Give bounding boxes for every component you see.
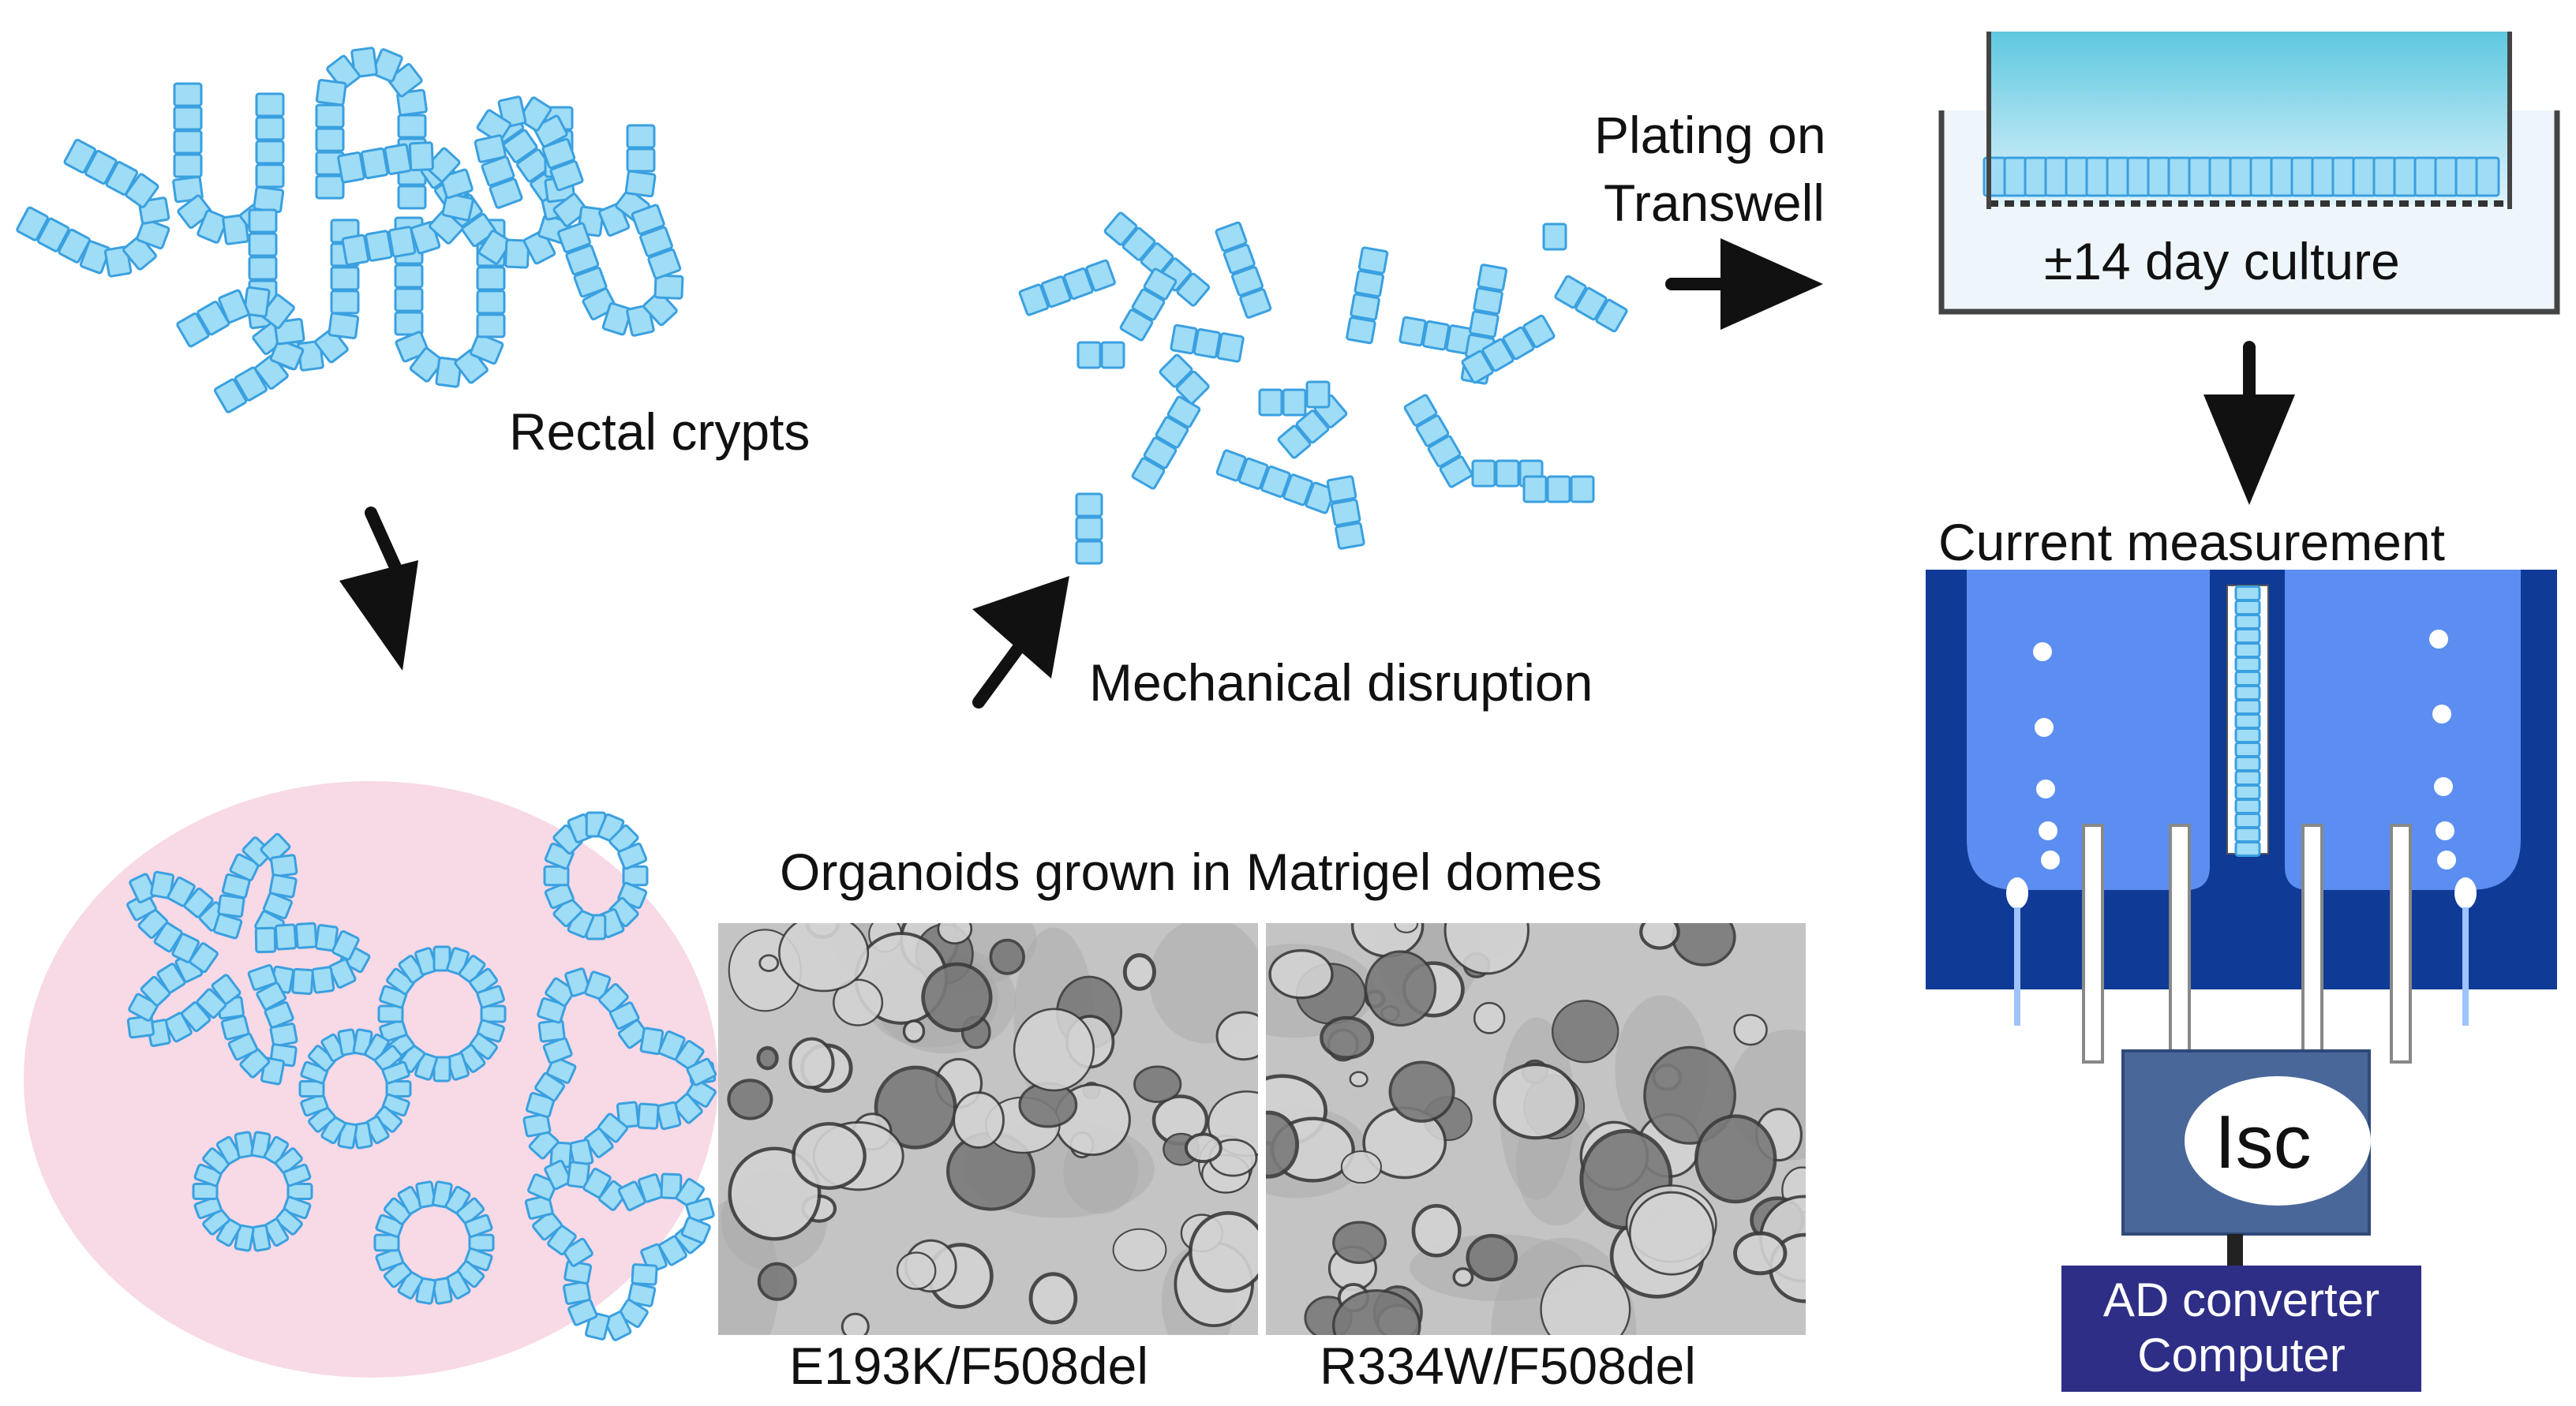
isc-label: Isc bbox=[2215, 1100, 2312, 1184]
organoid-rings-illustration bbox=[126, 811, 717, 1341]
organoid-micrograph bbox=[1266, 923, 1806, 1335]
transwell-monolayer bbox=[1983, 156, 2500, 197]
rectal-crypts-illustration bbox=[16, 47, 684, 413]
organoid-micrograph bbox=[718, 923, 1258, 1335]
isc-display bbox=[2185, 1076, 2371, 1206]
arrow-down-culture bbox=[2203, 341, 2295, 505]
organoids-grown-label: Organoids grown in Matrigel domes bbox=[780, 843, 1602, 901]
plating-on-label: Plating on bbox=[1594, 106, 1826, 164]
isc-amplifier bbox=[2061, 1049, 2421, 1392]
transwell-label: Transwell bbox=[1604, 174, 1825, 232]
rectal-crypts-label: Rectal crypts bbox=[509, 402, 811, 461]
ad-converter-box bbox=[2061, 1266, 2421, 1392]
culture-label: ±14 day culture bbox=[2044, 232, 2400, 290]
crypt-fragments-illustration bbox=[1018, 211, 1628, 565]
photo-caption-left: E193K/F508del bbox=[789, 1337, 1149, 1395]
ad-converter-label: AD converter bbox=[2102, 1273, 2380, 1326]
electrodes bbox=[2082, 824, 2412, 1064]
arrow-up-disruption bbox=[972, 576, 1069, 709]
arrow-down-crypts bbox=[339, 507, 418, 671]
organoid-photo-right bbox=[1266, 923, 1806, 1335]
photo-caption-right: R334W/F508del bbox=[1320, 1337, 1696, 1395]
chamber-cell-layer bbox=[2226, 585, 2269, 857]
salt-bridges bbox=[2014, 907, 2469, 1026]
transwell-culture-box bbox=[1938, 32, 2560, 315]
gas-bubbles bbox=[2006, 630, 2477, 909]
computer-label: Computer bbox=[2137, 1329, 2346, 1382]
arrows bbox=[339, 238, 2295, 709]
current-measurement-label: Current measurement bbox=[1938, 513, 2445, 571]
arrow-right-plating bbox=[1665, 238, 1823, 330]
organoid-photo-left bbox=[718, 923, 1258, 1335]
mechanical-disruption-label: Mechanical disruption bbox=[1089, 653, 1593, 712]
ussing-chamber bbox=[1926, 570, 2557, 1026]
matrigel-dome bbox=[24, 781, 718, 1378]
